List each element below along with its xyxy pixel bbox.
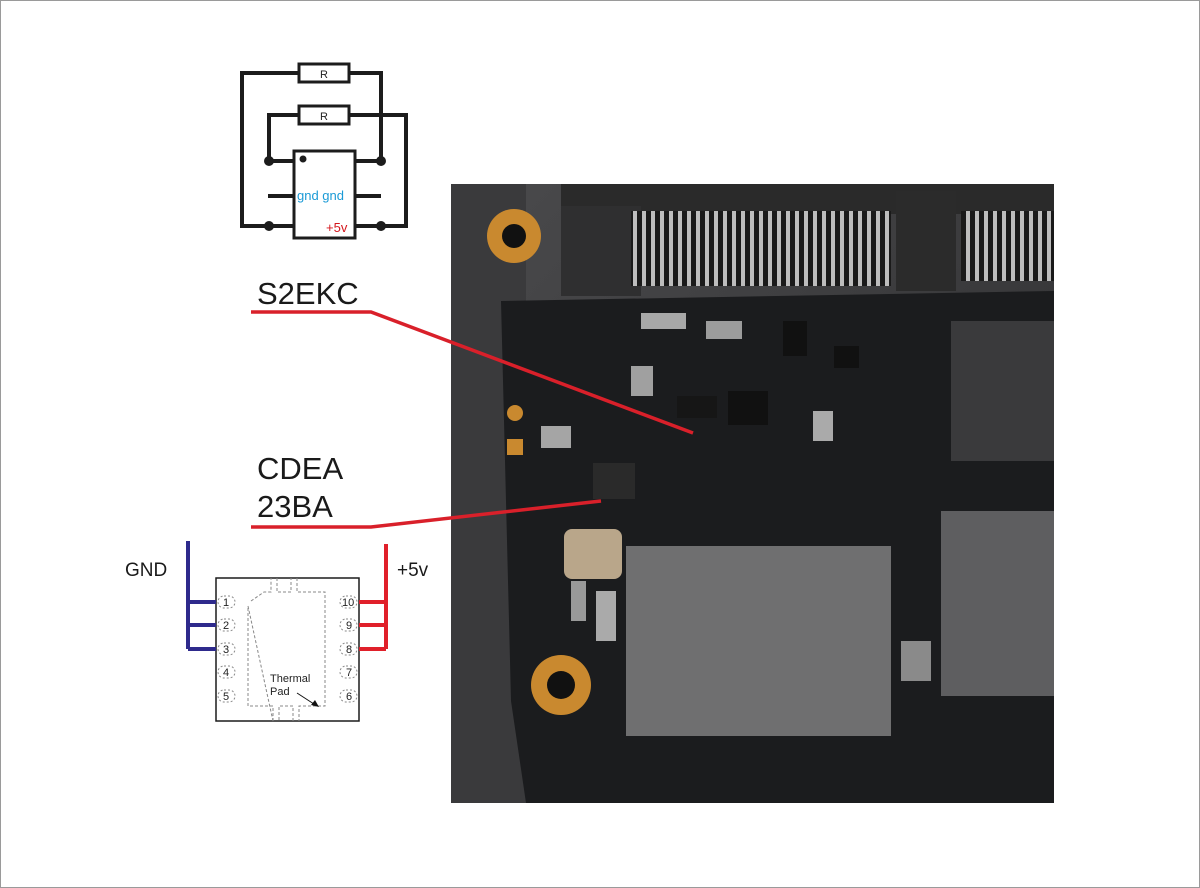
pin-5: 5 xyxy=(223,691,229,703)
pin-3: 3 xyxy=(223,644,229,656)
pin-1: 1 xyxy=(223,597,229,609)
thermal-pad-label-1: Thermal xyxy=(270,673,310,685)
junction-dots xyxy=(264,156,386,231)
pin-9: 9 xyxy=(346,620,352,632)
chip-gnd-label: gnd gnd xyxy=(297,188,344,203)
resistor-top-label: R xyxy=(320,69,328,81)
power-wire xyxy=(359,544,388,651)
right-pins: 10 9 8 7 6 xyxy=(339,595,358,703)
gnd-wire xyxy=(186,541,216,651)
resistor-bottom-label: R xyxy=(320,111,328,123)
resistor-bottom xyxy=(297,104,351,126)
pin-8: 8 xyxy=(346,644,352,656)
thermal-pad-label-2: Pad xyxy=(270,686,290,698)
callout-s2ekc: S2EKC xyxy=(257,276,359,311)
pin-2: 2 xyxy=(223,620,229,632)
pin-10: 10 xyxy=(342,597,354,609)
pin-4: 4 xyxy=(223,667,229,679)
power-label: +5v xyxy=(397,560,429,581)
left-pins: 1 2 3 4 5 xyxy=(217,595,236,703)
pinout-chip xyxy=(215,577,360,722)
arrow-head-icon xyxy=(311,700,319,707)
thermal-pad xyxy=(247,578,326,722)
callout-cdea: CDEA xyxy=(257,451,343,486)
callout-23ba: 23BA xyxy=(257,489,333,524)
callout-line-bottom xyxy=(251,499,602,529)
pin1-marker xyxy=(299,155,307,163)
resistor-top xyxy=(297,62,351,84)
pcb-photo xyxy=(451,184,1054,803)
gnd-label: GND xyxy=(125,560,167,581)
pin-6: 6 xyxy=(346,691,352,703)
pin-7: 7 xyxy=(346,667,352,679)
schematic-chip xyxy=(292,149,357,240)
chip-power-label: +5v xyxy=(326,220,348,235)
callout-line-top xyxy=(251,310,694,435)
